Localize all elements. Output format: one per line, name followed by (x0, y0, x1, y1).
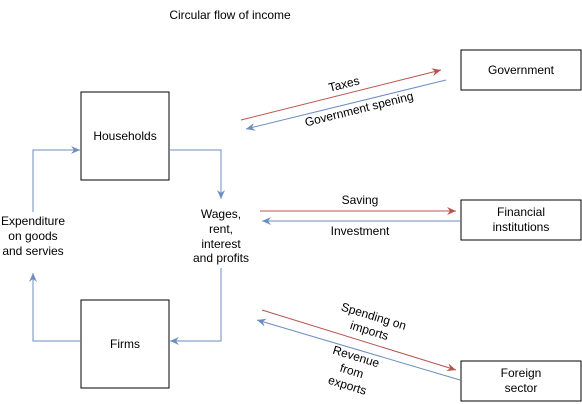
expenditure-to-households-arrow (32, 146, 80, 212)
income-to-firms-arrow (170, 268, 222, 345)
exports-label: Revenue from exports (326, 343, 381, 398)
exports-arrow (256, 318, 461, 381)
firms-to-expenditure-arrow (29, 273, 81, 342)
households-node: Households (80, 91, 170, 181)
saving-label: Saving (342, 193, 379, 207)
expenditure-label: Expenditure on goods and servies (1, 214, 65, 258)
government-spending-label: Government spening (303, 89, 414, 130)
households-to-income-arrow (169, 149, 225, 199)
investment-label: Investment (331, 224, 390, 238)
diagram-title: Circular flow of income (169, 8, 291, 22)
income-line3: interest (201, 237, 241, 251)
financial-label-line2: institutions (493, 220, 550, 234)
government-spending-arrow (245, 79, 447, 131)
foreign-label-line1: Foreign (501, 366, 542, 380)
financial-label-line1: Financial (497, 205, 545, 219)
income-label: Wages, rent, interest and profits (193, 207, 249, 265)
expenditure-line1: Expenditure (1, 214, 65, 228)
taxes-arrow (240, 68, 442, 121)
government-label: Government (488, 63, 555, 77)
imports-arrow (261, 309, 457, 372)
financial-institutions-node: Financial institutions (460, 199, 582, 241)
expenditure-line2: on goods (8, 229, 57, 243)
imports-label: Spending on imports (339, 300, 408, 343)
income-line1: Wages, (201, 207, 241, 221)
foreign-label-line2: sector (505, 381, 538, 395)
foreign-sector-node: Foreign sector (460, 360, 582, 402)
income-line4: and profits (193, 251, 249, 265)
firms-label: Firms (110, 337, 140, 351)
households-label: Households (93, 129, 156, 143)
income-line2: rent, (209, 222, 233, 236)
government-node: Government (460, 49, 582, 91)
exports-line2: from (338, 361, 365, 381)
expenditure-line3: and servies (2, 244, 63, 258)
firms-node: Firms (80, 299, 170, 389)
